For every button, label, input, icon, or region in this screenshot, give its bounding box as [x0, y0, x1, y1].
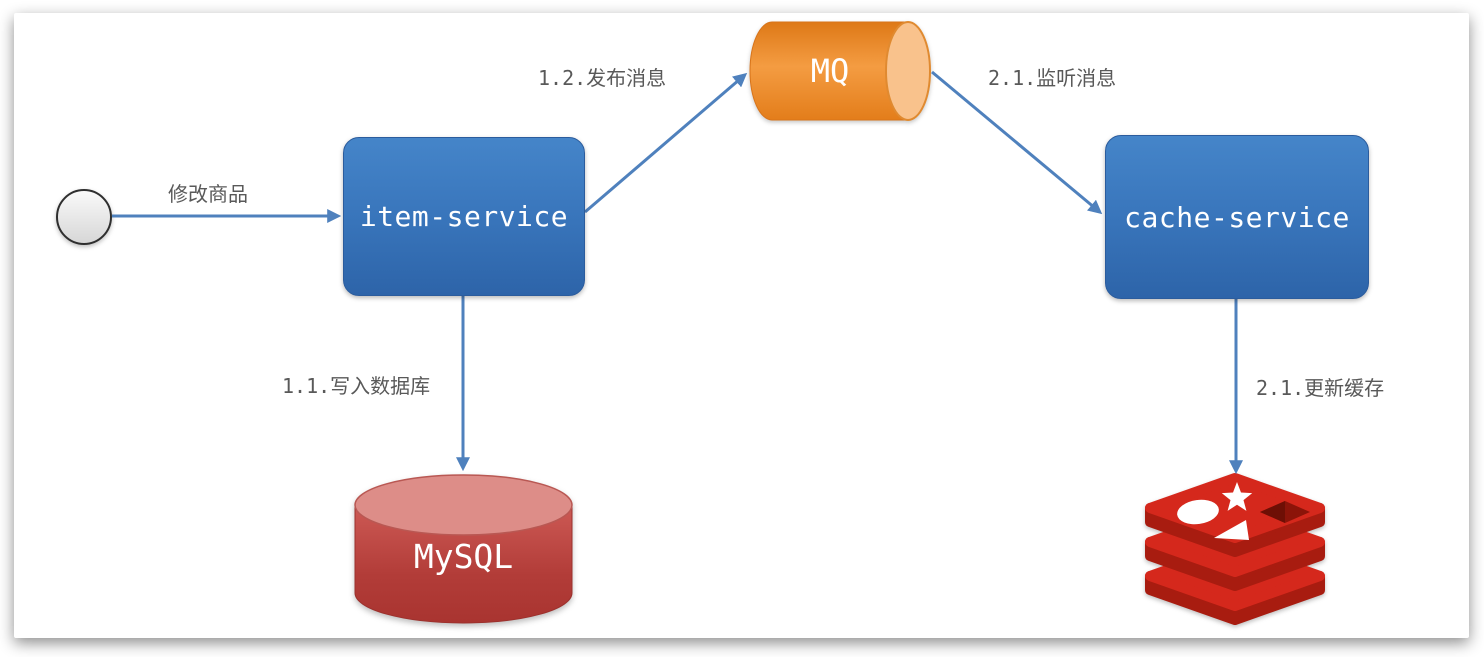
- edge-label-update-cache: 2.1.更新缓存: [1256, 376, 1385, 400]
- mysql-cylinder: [354, 474, 573, 624]
- edge-label-publish-message: 1.2.发布消息: [538, 66, 667, 90]
- mq-cylinder: [749, 21, 931, 121]
- edge-label-write-db: 1.1.写入数据库: [282, 374, 431, 398]
- redis-hole-wall: [1260, 501, 1285, 523]
- edge-label-modify-product: 修改商品: [168, 182, 248, 206]
- cache-service-node: cache-service: [1105, 135, 1369, 299]
- cache-service-label: cache-service: [1124, 200, 1350, 234]
- arrow-mq-to-cache-service: [931, 70, 1103, 215]
- item-service-label: item-service: [359, 200, 569, 233]
- redis-star-shape: [1221, 482, 1253, 511]
- redis-logo-icon: [1145, 473, 1325, 625]
- item-service-node: item-service: [343, 137, 585, 296]
- redis-triangle-shape: [1214, 520, 1249, 540]
- start-node: [56, 189, 112, 245]
- arrow-item-service-to-mq: [584, 72, 748, 214]
- edge-label-listen-message: 2.1.监听消息: [988, 66, 1117, 90]
- redis-ellipse-shape: [1177, 499, 1219, 525]
